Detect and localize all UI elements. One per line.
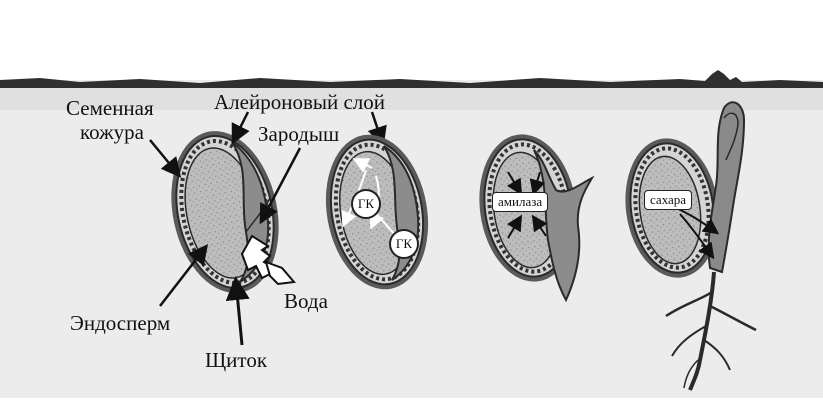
amylase-tag: амилаза [492,192,548,212]
aleurone-layer-label: Алейроновый слой [214,91,385,114]
aleurone-pointer [234,112,248,140]
seed-coat-pointer [150,140,178,174]
seed-coat-label-line1: Семенная [66,97,154,120]
gibberellin-tag-2: ГК [389,229,419,259]
sugars-tag: сахара [644,190,692,210]
water-label: Вода [284,290,328,313]
seed-3 [470,128,592,300]
gibberellin-tag-1: ГК [351,189,381,219]
endosperm-pointer [160,248,205,306]
ground-fill [0,398,823,419]
embryo-label: Зародыш [258,123,339,146]
seed-coat-label-line2: кожура [80,121,144,144]
seed-4 [617,102,756,390]
endosperm-label: Эндосперм [70,312,170,335]
sky-area [0,0,823,80]
scutellum-label: Щиток [205,349,267,372]
